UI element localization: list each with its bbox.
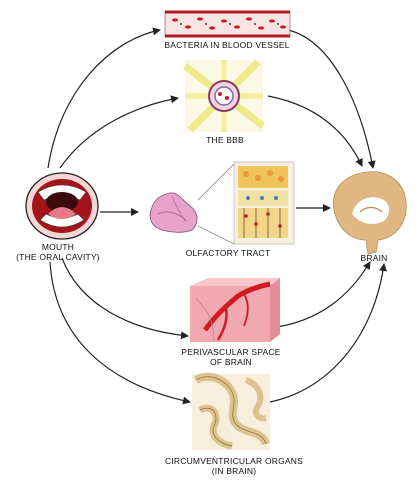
label-circumventricular-organs: CIRCUMVENTRICULAR ORGANS — [165, 456, 303, 466]
brain-illustration — [333, 172, 406, 254]
label-perivascular-space-subtitle: OF BRAIN — [210, 357, 252, 367]
label-bacteria-in-blood-vessel: BACTERIA IN BLOOD VESSEL — [164, 40, 289, 50]
bbb-illustration — [185, 60, 263, 132]
mouth-illustration — [26, 173, 98, 239]
arrow-bbb-to-brain — [268, 96, 362, 166]
olfactory-epithelium-illustration — [234, 162, 294, 244]
label-perivascular-space: PERIVASCULAR SPACE — [181, 347, 280, 357]
label-circumventricular-organs-subtitle: (IN BRAIN) — [212, 466, 257, 476]
arrow-perivascular-to-brain — [270, 262, 370, 328]
blood-vessel-illustration — [165, 12, 290, 36]
arrow-mouth-to-perivascular — [62, 258, 188, 336]
label-brain: BRAIN — [361, 253, 388, 263]
label-olfactory-tract: OLFACTORY TRACT — [186, 248, 271, 258]
arrow-mouth-to-bacteria — [48, 30, 160, 168]
arrow-bacteria-to-brain — [288, 30, 373, 168]
perivascular-illustration — [190, 278, 280, 342]
label-mouth: MOUTH — [42, 242, 74, 252]
olfactory-zoom-lines — [198, 164, 234, 244]
arrow-mouth-to-cvo — [50, 262, 190, 402]
label-mouth-subtitle: (THE ORAL CAVITY) — [16, 252, 100, 262]
cvo-illustration — [192, 374, 270, 450]
arrow-mouth-to-bbb — [60, 98, 178, 168]
arrow-cvo-to-brain — [270, 264, 384, 402]
label-bbb: THE BBB — [206, 135, 244, 145]
nose-illustration — [150, 193, 197, 232]
